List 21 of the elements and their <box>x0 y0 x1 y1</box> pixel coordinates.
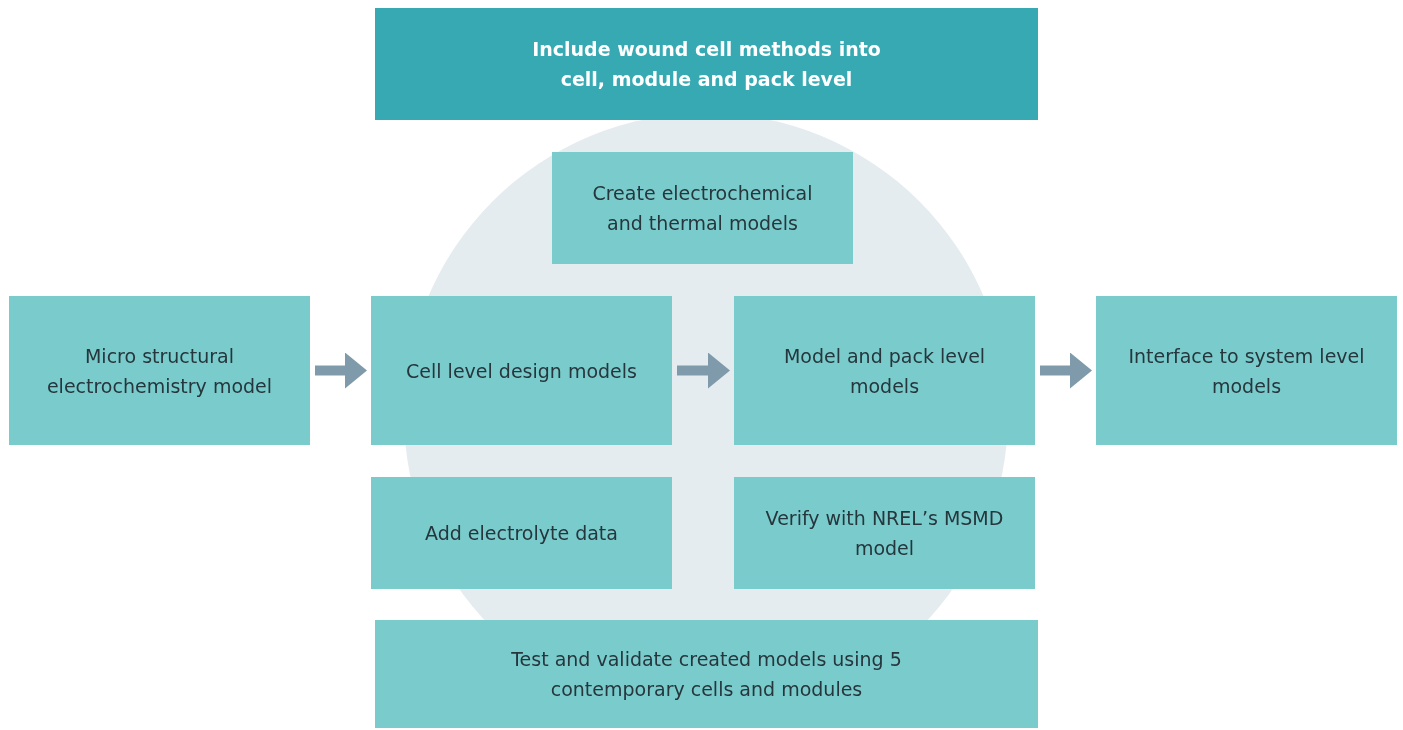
box-text: Model and pack level models <box>782 343 987 399</box>
box-text: Cell level design models <box>406 358 637 384</box>
arrow <box>677 352 730 389</box>
process-box <box>9 296 310 445</box>
box-text: Include wound cell methods into cell, module and pack level <box>531 37 882 92</box>
arrow <box>1040 352 1092 389</box>
box-text: Create electrochemical and thermal models <box>591 181 814 236</box>
heading-box <box>375 8 1038 120</box>
box-text: Verify with NREL’s MSMD model <box>764 506 1005 561</box>
box-text: Test and validate created models using 5 contemporary cells and modules <box>510 647 903 702</box>
box-text: Micro structural electrochemistry model <box>45 343 274 399</box>
box-text: Interface to system level models <box>1127 343 1366 399</box>
arrow <box>315 352 367 389</box>
process-box <box>734 477 1035 589</box>
process-box <box>371 296 672 445</box>
process-box <box>1096 296 1397 445</box>
process-box <box>375 620 1038 728</box>
process-box <box>734 296 1035 445</box>
box-text: Add electrolyte data <box>425 521 618 546</box>
process-box <box>371 477 672 589</box>
process-box <box>552 152 853 264</box>
